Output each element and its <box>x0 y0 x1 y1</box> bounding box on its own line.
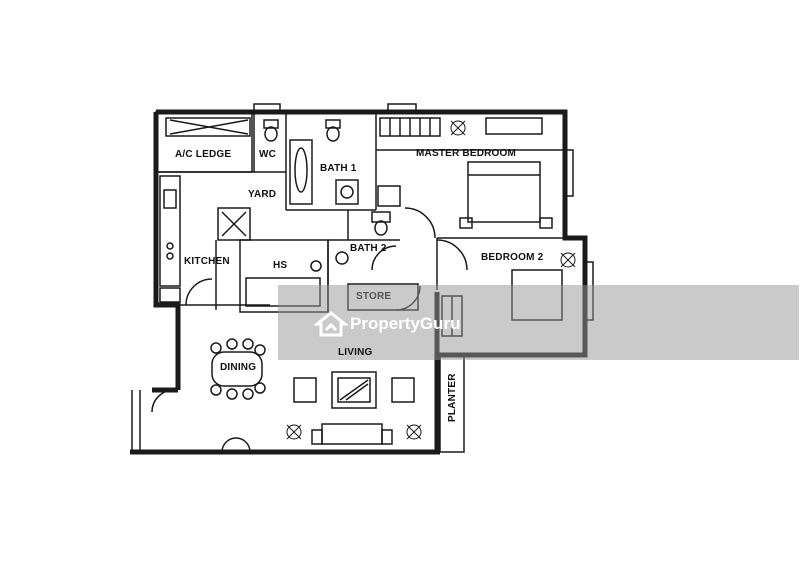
sofa <box>321 423 383 445</box>
watermark-band <box>278 285 799 360</box>
label-yard: YARD <box>248 189 277 200</box>
label-bath2: BATH 2 <box>350 243 387 254</box>
label-planter: PLANTER <box>447 373 458 422</box>
coffee-table <box>331 371 377 409</box>
label-dining: DINING <box>220 362 257 373</box>
watermark-text: PropertyGuru <box>350 314 461 333</box>
bath1-toilet <box>325 119 341 129</box>
master-bed <box>467 161 541 223</box>
washer <box>217 207 251 241</box>
plant-icons <box>286 120 576 440</box>
label-master-bedroom: MASTER BEDROOM <box>416 148 517 159</box>
armchair-left <box>293 377 317 403</box>
propertyguru-house-logo-icon <box>314 311 348 337</box>
label-kitchen: KITCHEN <box>184 256 230 267</box>
window-right-1 <box>564 149 574 197</box>
label-living: LIVING <box>338 347 373 358</box>
dining-table <box>211 351 263 387</box>
window-top-2 <box>387 103 417 113</box>
window-top-1 <box>253 103 281 113</box>
armchair-right <box>391 377 415 403</box>
kitchen-counter <box>159 175 181 287</box>
wc-toilet-1 <box>263 119 279 129</box>
label-ac-ledge: A/C LEDGE <box>175 149 232 160</box>
bathtub <box>289 139 313 205</box>
label-bath1: BATH 1 <box>320 163 357 174</box>
label-wc: WC <box>259 149 277 160</box>
ac-ledge-box <box>155 111 253 173</box>
label-bedroom2: BEDROOM 2 <box>481 252 544 263</box>
label-hs: HS <box>273 260 288 271</box>
